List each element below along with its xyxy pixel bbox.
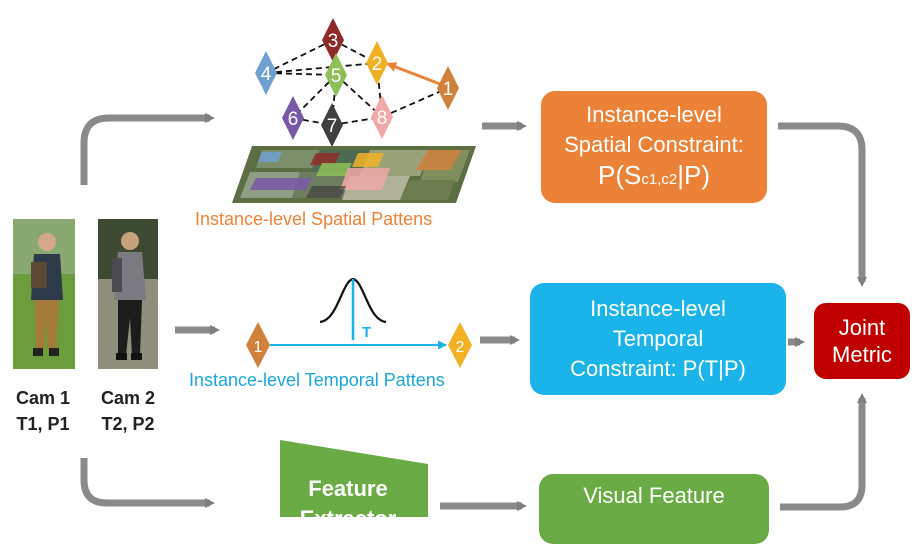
temporal-box-line2: Temporal [612, 326, 704, 351]
camera1-name: Cam 1 [15, 388, 71, 408]
spatial-node-6: 6 [282, 96, 304, 140]
person-photo-2 [98, 219, 158, 369]
spatial-node-group: 1 2 3 4 5 6 7 8 [255, 18, 459, 147]
spatial-node-label: 6 [288, 109, 299, 130]
spatial-node-3: 3 [322, 18, 344, 62]
spatial-caption: Instance-level Spatial Pattens [195, 209, 433, 229]
temporal-marker: T [362, 324, 371, 341]
feature-extractor-shape [280, 440, 428, 517]
feature-extractor-label: Feature Extractor [278, 474, 418, 534]
temporal-box-line1: Instance-level [590, 296, 726, 321]
spatial-node-2: 2 [366, 41, 388, 85]
spatial-constraint-box: Instance-level Spatial Constraint: P(Sc1… [541, 91, 767, 203]
arrow-input-to-feature [80, 458, 215, 508]
camera2-name: Cam 2 [100, 388, 156, 408]
spatial-node-7: 7 [321, 103, 343, 147]
temporal-constraint-box: Instance-level Temporal Constraint: P(T|… [530, 283, 786, 395]
svg-text:1: 1 [254, 339, 263, 356]
spatial-box-line1: Instance-level [586, 101, 722, 127]
camera1-time-person: T1, P1 [16, 414, 70, 434]
gaussian-curve [319, 277, 387, 340]
arrow-spatial-to-joint [778, 122, 867, 287]
spatial-node-label: 2 [372, 54, 383, 75]
temporal-caption: Instance-level Temporal Pattens [189, 370, 445, 390]
joint-line1: Joint [838, 315, 886, 340]
spatial-node-label: 3 [328, 31, 339, 52]
svg-text:2: 2 [456, 339, 465, 356]
spatial-node-label: 1 [443, 79, 454, 100]
temporal-box-line3: Constraint: P(T|P) [570, 356, 746, 381]
spatial-node-label: 4 [261, 64, 272, 85]
spatial-node-5: 5 [325, 53, 347, 97]
camera2-label: Cam 2 T2, P2 [88, 385, 168, 437]
feature-line2: Extractor [299, 506, 397, 531]
visual-line1: Visual Feature [583, 483, 725, 508]
diagram-canvas: 1 2 3 4 5 6 7 8 1 2 T [13, 18, 867, 517]
spatial-box-formula: P(Sc1,c2|P) [598, 159, 710, 190]
spatial-node-1: 1 [437, 66, 459, 110]
person-photo-1 [13, 219, 75, 369]
joint-line2: Metric [832, 342, 892, 367]
spatial-node-4: 4 [255, 51, 277, 95]
joint-metric-box: Joint Metric [814, 303, 910, 379]
spatial-node-label: 8 [377, 108, 388, 129]
camera1-label: Cam 1 T1, P1 [3, 385, 83, 437]
arrow-visual-to-joint [780, 393, 867, 511]
arrow-input-to-spatial [80, 113, 215, 185]
visual-feature-box: Visual Feature [539, 474, 769, 544]
temporal-node-2: 2 [448, 322, 472, 368]
temporal-node-1: 1 [246, 322, 270, 368]
campus-map [232, 146, 476, 203]
spatial-box-line2: Spatial Constraint: [564, 131, 744, 157]
spatial-node-8: 8 [371, 95, 393, 139]
spatial-node-label: 7 [327, 116, 338, 137]
camera2-time-person: T2, P2 [101, 414, 155, 434]
spatial-node-label: 5 [331, 66, 342, 87]
feature-line1: Feature [308, 476, 388, 501]
spatial-transition-arrow [386, 62, 441, 86]
